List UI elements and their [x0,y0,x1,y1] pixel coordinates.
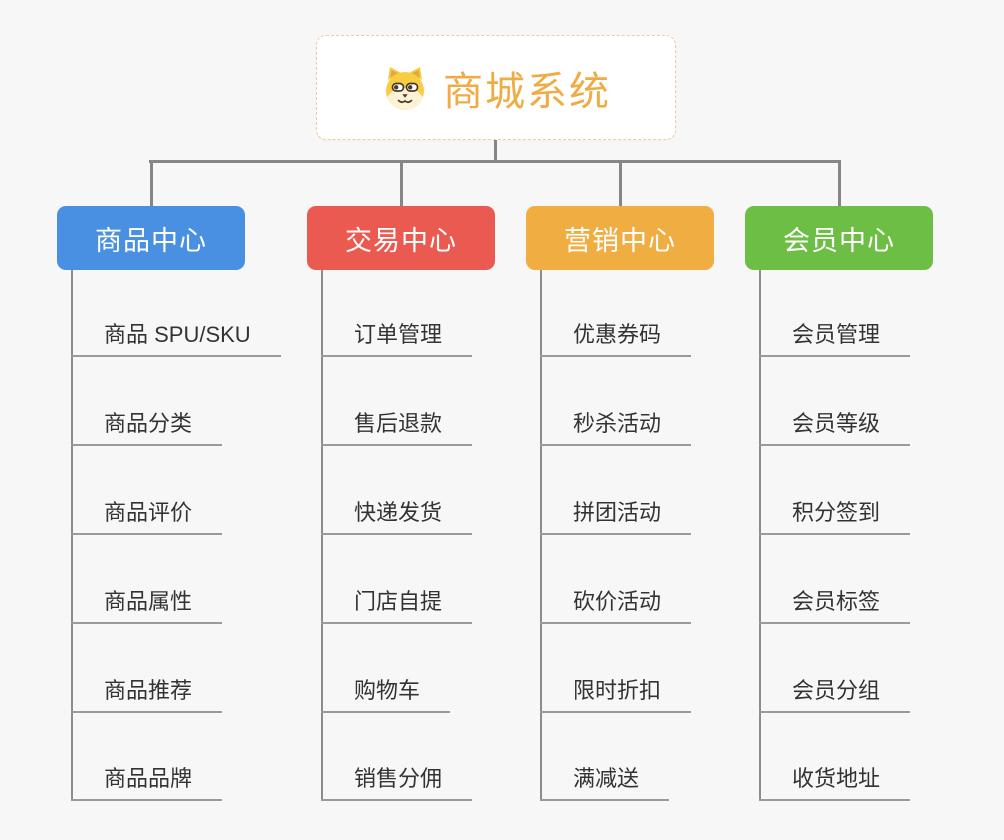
branch-trunk-line [540,270,542,801]
node-item[interactable]: 满减送 [540,764,670,801]
node-item[interactable]: 会员管理 [759,320,911,357]
node-item[interactable]: 会员分组 [759,676,911,713]
root-title: 商城系统 [443,69,611,114]
branch-product-center: 商品中心 商品 SPU/SKU 商品分类 商品评价 商品属性 商品推荐 商品品牌 [57,206,307,801]
node-item[interactable]: 商品品牌 [71,764,223,801]
branch-trade-center: 交易中心 订单管理 售后退款 快递发货 门店自提 购物车 销售分佣 [307,206,557,801]
connector-drop-2 [399,160,403,207]
node-item[interactable]: 会员等级 [759,409,911,446]
connector-horizontal [149,160,841,163]
node-item[interactable]: 销售分佣 [321,764,473,801]
node-item[interactable]: 商品属性 [71,587,223,624]
node-item[interactable]: 拼团活动 [540,498,692,535]
branch-header-member[interactable]: 会员中心 [745,206,933,270]
node-item[interactable]: 门店自提 [321,587,473,624]
node-item[interactable]: 会员标签 [759,587,911,624]
node-item[interactable]: 商品 SPU/SKU [71,320,281,357]
node-item[interactable]: 购物车 [321,676,451,713]
node-item[interactable]: 快递发货 [321,498,473,535]
node-item[interactable]: 收货地址 [759,764,911,801]
connector-drop-1 [149,160,153,207]
doge-icon [386,66,424,110]
branch-trunk-line [759,270,761,801]
branch-trunk-line [321,270,323,801]
node-item[interactable]: 砍价活动 [540,587,692,624]
connector-drop-4 [837,160,841,207]
branch-marketing-center: 营销中心 优惠券码 秒杀活动 拼团活动 砍价活动 限时折扣 满减送 [526,206,776,801]
connector-drop-3 [618,160,622,207]
branch-header-trade[interactable]: 交易中心 [307,206,495,270]
branch-trunk-line [71,270,73,801]
root-node[interactable]: 商城系统 [316,35,676,140]
branch-header-product[interactable]: 商品中心 [57,206,245,270]
node-item[interactable]: 商品评价 [71,498,223,535]
node-item[interactable]: 优惠券码 [540,320,692,357]
branch-member-center: 会员中心 会员管理 会员等级 积分签到 会员标签 会员分组 收货地址 [745,206,995,801]
node-item[interactable]: 秒杀活动 [540,409,692,446]
node-item[interactable]: 商品推荐 [71,676,223,713]
node-item[interactable]: 售后退款 [321,409,473,446]
node-item[interactable]: 商品分类 [71,409,223,446]
branch-header-marketing[interactable]: 营销中心 [526,206,714,270]
node-item[interactable]: 订单管理 [321,320,473,357]
node-item[interactable]: 积分签到 [759,498,911,535]
node-item[interactable]: 限时折扣 [540,676,692,713]
connector-root-stub [494,140,497,161]
